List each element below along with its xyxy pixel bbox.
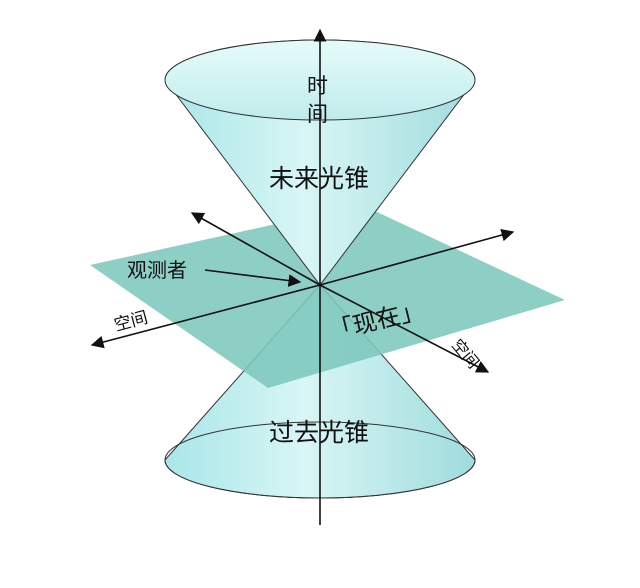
observer-label: 观测者 <box>127 258 187 282</box>
past-cone-label: 过去光锥 <box>269 418 369 447</box>
time-axis-label-char-1: 时 <box>307 74 328 98</box>
space-axis-a-forward <box>319 228 515 286</box>
observer-pointer-arrow <box>204 269 302 287</box>
future-cone-label: 未来光锥 <box>269 164 369 193</box>
space-axis-b-forward <box>319 284 490 373</box>
space-axis-a-backward <box>90 284 321 349</box>
time-axis-label-char-2: 间 <box>307 102 328 126</box>
space-axis-b-backward <box>190 212 321 286</box>
